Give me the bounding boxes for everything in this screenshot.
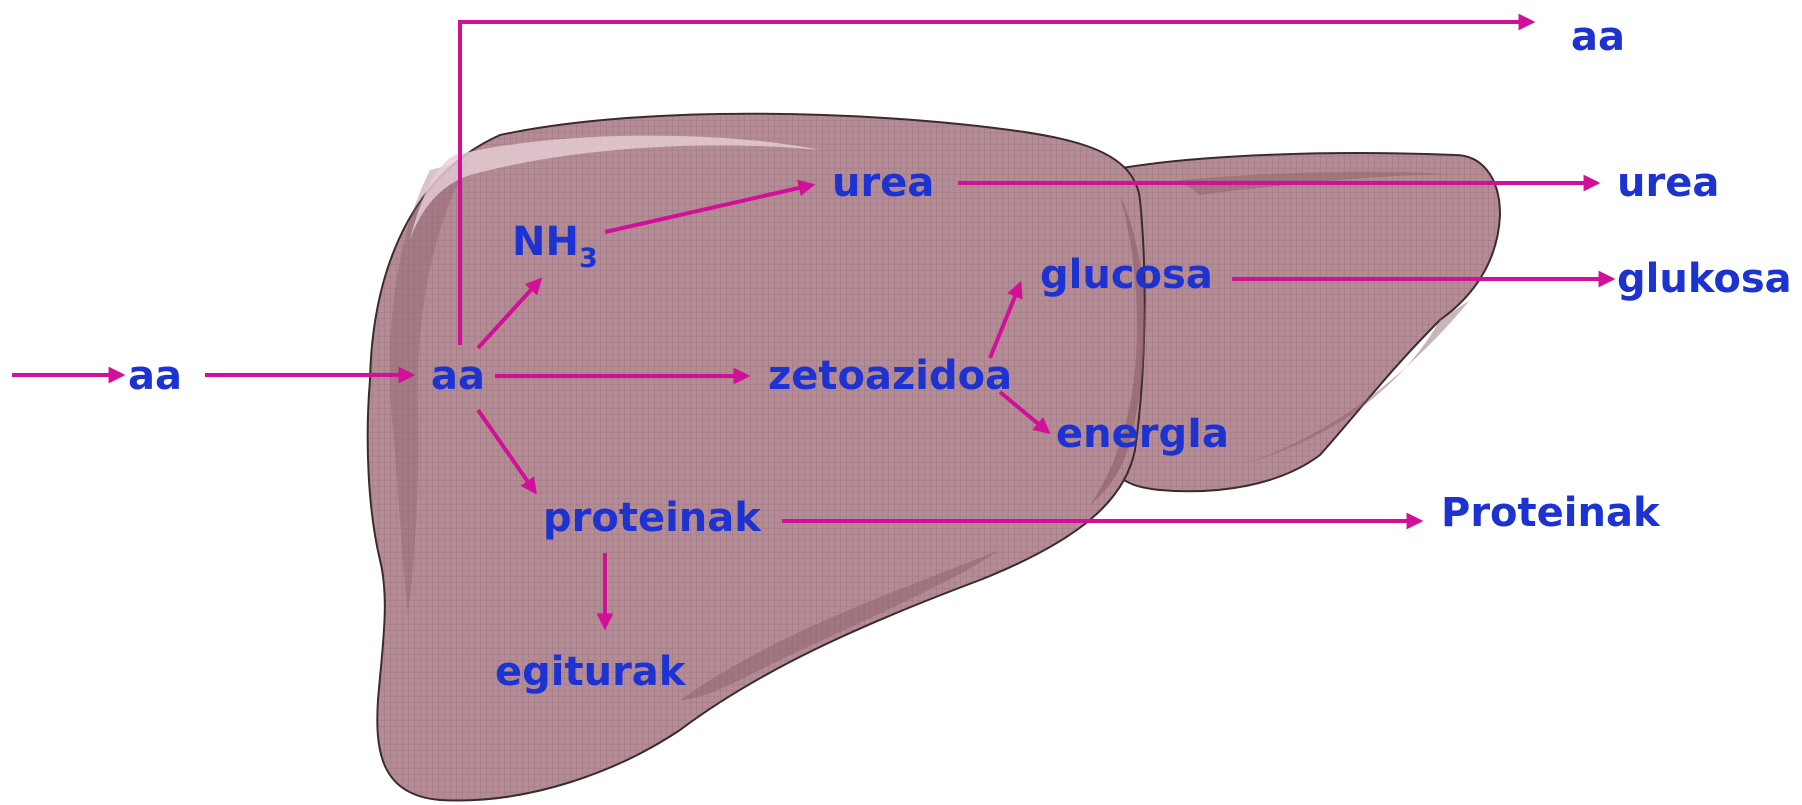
liver-illustration (368, 114, 1500, 801)
label-aa-liver: aa (431, 353, 485, 399)
label-nh3-main: NH (512, 219, 579, 265)
label-energia: energIa (1056, 411, 1229, 457)
label-glukosa-out: glukosa (1617, 256, 1792, 302)
label-glucosa-liver: glucosa (1040, 252, 1213, 298)
label-urea-liver: urea (832, 160, 934, 206)
label-nh3-subscript: 3 (579, 243, 598, 274)
label-urea-out: urea (1617, 160, 1719, 206)
label-proteinak-liver: proteinak (543, 495, 762, 541)
liver-main-lobe-grid (368, 114, 1145, 801)
label-aa-blood-out: aa (1571, 14, 1625, 60)
label-aa-input: aa (128, 353, 182, 399)
label-zetoazidoa: zetoazidoa (768, 353, 1012, 399)
label-proteinak-out: Proteinak (1441, 490, 1661, 536)
label-egiturak: egiturak (495, 649, 687, 695)
